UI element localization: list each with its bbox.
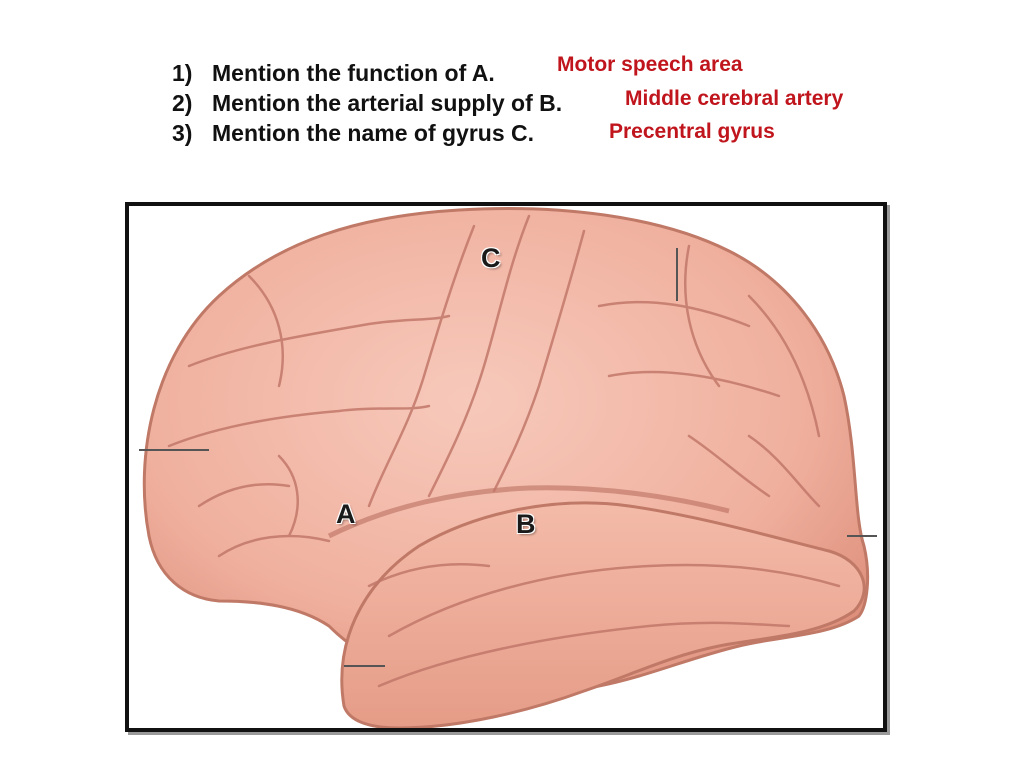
question-2: 2) Mention the arterial supply of B. (172, 88, 562, 118)
question-number: 3) (172, 120, 193, 146)
answer-2: Middle cerebral artery (625, 87, 844, 110)
question-number: 1) (172, 60, 193, 86)
question-list: 1) Mention the function of A. 2) Mention… (172, 58, 562, 148)
sulci-lines (167, 214, 841, 688)
question-3: 3) Mention the name of gyrus C. (172, 118, 562, 148)
question-number: 2) (172, 90, 193, 116)
lateral-sulcus (327, 485, 730, 539)
label-b: B (516, 509, 536, 539)
leader-lines (139, 248, 877, 667)
brain-lateral-view-illustration (139, 207, 877, 728)
question-text: Mention the name of gyrus C. (212, 120, 535, 146)
question-text: Mention the arterial supply of B. (212, 90, 563, 116)
temporal-lobe (340, 501, 866, 728)
label-a: A (336, 499, 356, 529)
question-1: 1) Mention the function of A. (172, 58, 562, 88)
answer-1: Motor speech area (557, 53, 743, 76)
answer-3: Precentral gyrus (609, 120, 775, 143)
label-c: C (481, 243, 501, 273)
brain-diagram-frame: C A B (125, 202, 887, 732)
question-text: Mention the function of A. (212, 60, 495, 86)
